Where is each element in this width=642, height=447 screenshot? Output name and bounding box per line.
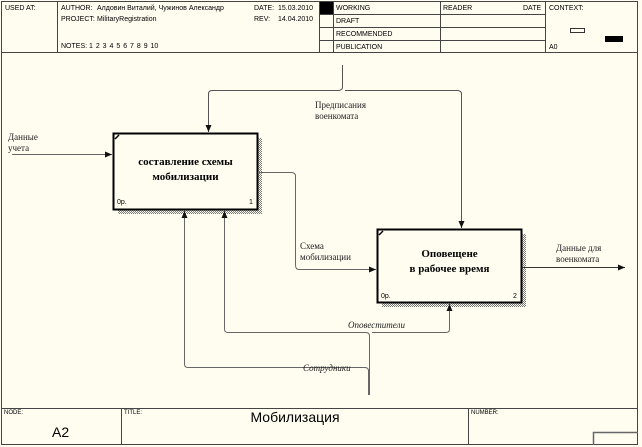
label-employees: Сотрудники xyxy=(303,363,351,373)
notes-numbers: 1 2 3 4 5 6 7 8 9 10 xyxy=(89,43,159,50)
context-node: A0 xyxy=(549,44,558,51)
label-control: Предписания военкомата xyxy=(315,100,366,122)
number-label: NUMBER: xyxy=(471,410,499,416)
context-label: CONTEXT: xyxy=(549,5,584,12)
arrow-control-left[interactable] xyxy=(205,65,343,132)
status-recommended[interactable]: RECOMMENDED xyxy=(336,31,393,38)
reader-date-label: DATE xyxy=(523,5,542,12)
box2-cost: 0р. xyxy=(381,293,391,300)
status-publication[interactable]: PUBLICATION xyxy=(336,44,383,51)
label-output-line2: военкомата xyxy=(556,254,600,264)
status-draft[interactable]: DRAFT xyxy=(336,18,360,25)
box1-title-line2: мобилизации xyxy=(152,171,219,183)
label-notifiers: Оповестители xyxy=(348,320,405,330)
node-value: A2 xyxy=(52,424,70,440)
arrow-notifiers-left[interactable] xyxy=(221,211,370,395)
date-label: DATE: xyxy=(254,5,275,12)
project-label: PROJECT: xyxy=(61,16,95,23)
reader-label: READER xyxy=(443,5,473,12)
arrow-control-right[interactable] xyxy=(345,90,465,229)
box1-number: 1 xyxy=(249,199,253,206)
activity-box-1[interactable] xyxy=(112,132,259,211)
rev-label: REV: xyxy=(254,16,271,23)
status-working[interactable]: WORKING xyxy=(336,5,371,12)
context-parent-icon xyxy=(570,28,585,33)
author-label: AUTHOR: xyxy=(61,5,93,12)
arrow-employees[interactable] xyxy=(181,211,369,395)
notes-label: NOTES: xyxy=(61,43,88,50)
label-input-data-line2: учета xyxy=(8,143,30,153)
project-value: MilitaryRegistration xyxy=(97,16,157,23)
box2-number: 2 xyxy=(513,293,517,300)
box1-title-line1: составление схемы xyxy=(138,156,233,168)
box2-title-line1: Оповещене xyxy=(421,248,478,260)
label-input-data-line1: Данные xyxy=(8,132,38,142)
arrow-notifiers-right[interactable] xyxy=(372,304,453,333)
label-output: Данные для военкомата xyxy=(556,243,601,265)
label-schema: Схема мобилизации xyxy=(300,241,351,263)
box2-title-line2: в рабочее время xyxy=(409,263,490,275)
node-label: NODE: xyxy=(4,410,24,416)
box1-cost: 0р. xyxy=(117,199,127,206)
title-label: TITLE: xyxy=(124,410,143,416)
number-box xyxy=(592,431,638,445)
rev-value: 14.04.2010 xyxy=(278,16,314,23)
label-control-line2: военкомата xyxy=(315,111,359,121)
box2-title: Оповещене в рабочее время xyxy=(377,247,522,277)
context-current-icon xyxy=(605,36,623,42)
label-input-data: Данные учета xyxy=(8,132,38,154)
box1-title: составление схемы мобилизации xyxy=(113,155,258,185)
author-value: Алдовин Виталий, Чужинов Александр xyxy=(97,5,224,12)
diagram-title: Мобилизация xyxy=(250,409,340,425)
used-at-label: USED AT: xyxy=(5,5,36,12)
label-output-line1: Данные для xyxy=(556,243,602,253)
label-control-line1: Предписания xyxy=(315,100,366,110)
label-schema-line2: мобилизации xyxy=(300,252,351,262)
arrow-schema[interactable] xyxy=(258,172,376,273)
activity-box-2[interactable] xyxy=(376,228,523,304)
date-value: 15.03.2010 xyxy=(278,5,314,12)
label-schema-line1: Схема xyxy=(300,241,324,251)
working-status-checkbox[interactable] xyxy=(320,2,333,14)
